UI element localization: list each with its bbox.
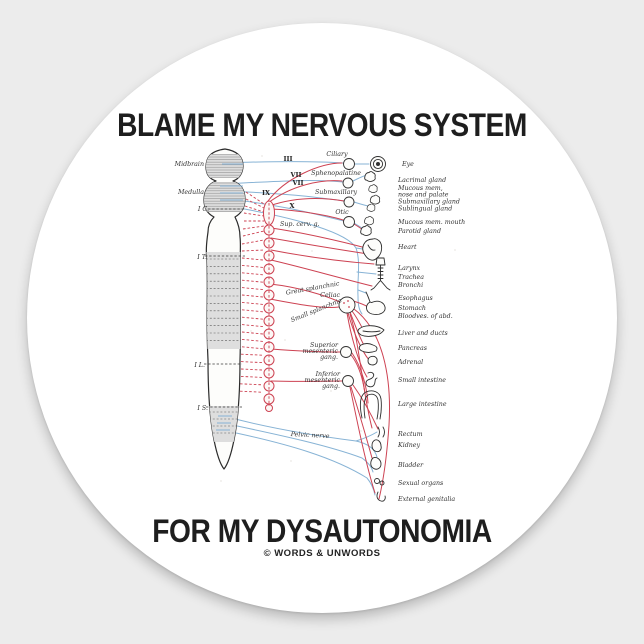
label-nerve-iii: III [283, 155, 292, 163]
label-sup-mes-3: gang. [320, 354, 338, 361]
label-sup-mes-2: mesenteric [302, 348, 338, 355]
sphenopalatine-ganglion [342, 177, 354, 189]
label-mucous-nose-1: Mucous mem, [397, 185, 443, 192]
label-nerve-vii-b: VII [291, 179, 303, 187]
label-pancreas: Pancreas [397, 345, 428, 352]
label-esophagus: Esophagus [397, 295, 434, 302]
label-bladder: Bladder [397, 462, 424, 469]
label-heart: Heart [397, 244, 417, 251]
label-large-intestine: Large intestine [397, 401, 447, 408]
label-sexual-organs: Sexual organs [398, 480, 444, 487]
pancreas-icon [358, 343, 378, 353]
label-medulla: Medulla [177, 189, 204, 196]
otic-ganglion [343, 216, 355, 228]
label-bronchi: Bronchi [397, 282, 423, 289]
label-lacrimal: Lacrimal gland [397, 177, 446, 184]
label-bloodves: Bloodves. of abd. [397, 313, 453, 320]
footline-text: FOR MY DYSAUTONOMIA [152, 513, 492, 549]
label-sphenopalatine: Sphenopalatine [311, 170, 361, 177]
inferior-mesenteric-ganglion [342, 375, 354, 387]
label-eye: Eye [401, 161, 414, 168]
large-intestine-icon [359, 390, 382, 420]
label-1s: I S. [196, 405, 208, 412]
submaxillary-gland-icon [369, 194, 381, 205]
paper-specks [220, 155, 456, 482]
label-submax-gland: Submaxillary gland [398, 199, 460, 206]
label-larynx: Larynx [397, 265, 421, 272]
label-nerve-ix: IX [262, 189, 271, 197]
label-stomach: Stomach [398, 305, 426, 312]
label-liver: Liver and ducts [397, 330, 448, 337]
label-submaxillary: Submaxillary [315, 189, 357, 196]
label-sublingual-gland: Sublingual gland [398, 206, 452, 213]
label-trachea: Trachea [398, 274, 424, 281]
bladder-icon [370, 457, 382, 470]
eye-icon [370, 156, 386, 172]
larynx-trachea-bronchi-icon [370, 257, 391, 291]
label-nerve-vii-a: VII [289, 171, 301, 179]
label-inf-mes-1: Inferior [315, 371, 341, 378]
sexual-organs-icon [374, 478, 385, 486]
label-1t: I T. [196, 254, 207, 261]
organ-icons [357, 156, 391, 502]
external-genitalia-icon [376, 491, 386, 502]
small-intestine-icon [365, 371, 378, 388]
label-1c: I C. [197, 206, 209, 213]
stomach-icon [365, 291, 386, 315]
nose-mucosa-icon [368, 184, 378, 193]
liver-icon [357, 325, 385, 337]
label-small-intestine: Small intestine [398, 377, 446, 384]
adrenal-icon [367, 355, 378, 366]
label-otic: Otic [335, 209, 349, 216]
label-pelvic-nerve: Pelvic nerve [289, 431, 329, 440]
label-parotid: Parotid gland [397, 228, 441, 235]
kidney-icon [371, 439, 382, 453]
sympathetic-chain [263, 200, 275, 412]
label-mucous-mouth: Mucous mem. mouth [397, 219, 465, 226]
label-midbrain: Midbrain [174, 161, 204, 168]
submaxillary-ganglion [343, 196, 355, 208]
label-1l: I L. [193, 362, 205, 369]
circular-sticker [27, 23, 617, 613]
mouth-mucosa-icon [364, 216, 374, 226]
spinal-cord [203, 148, 246, 470]
label-inf-mes-3: gang. [322, 383, 340, 390]
sublingual-gland-icon [366, 203, 376, 212]
sympathetic-nerve-lines [267, 162, 390, 500]
celiac-ganglion [338, 296, 356, 314]
credit-line: © WORDS & UNWORDS [263, 548, 381, 559]
label-mucous-nose-2: nose and palate [398, 192, 449, 199]
rami-communicantes-dashes [239, 191, 265, 393]
lacrimal-gland-icon [364, 171, 376, 182]
footline: FOR MY DYSAUTONOMIA [39, 515, 606, 547]
label-external-genitalia: External genitalia [397, 496, 455, 503]
nervous-system-diagram: Midbrain Medulla I C. I T. I L. I S. III… [174, 148, 465, 503]
label-inf-mes-2: mesenteric [304, 377, 340, 384]
label-sup-mes-1: Superior [310, 342, 339, 349]
label-nerve-x: X [289, 202, 295, 210]
label-kidney: Kidney [397, 442, 421, 449]
parotid-gland-icon [360, 225, 372, 236]
headline: BLAME MY NERVOUS SYSTEM [39, 109, 606, 141]
ganglia [338, 158, 356, 387]
label-sup-cerv-g: Sup. cerv. g. [280, 221, 320, 228]
headline-text: BLAME MY NERVOUS SYSTEM [117, 107, 527, 143]
superior-mesenteric-ganglion [340, 346, 352, 358]
rectum-icon [377, 426, 385, 438]
label-celiac: Celiac [320, 292, 340, 299]
label-adrenal: Adrenal [397, 359, 423, 366]
label-rectum: Rectum [397, 431, 423, 438]
heart-icon [362, 238, 383, 261]
ciliary-ganglion [343, 158, 355, 170]
label-ciliary: Ciliary [326, 151, 348, 158]
label-small-splanchnic: Small splanchnic [290, 297, 343, 324]
